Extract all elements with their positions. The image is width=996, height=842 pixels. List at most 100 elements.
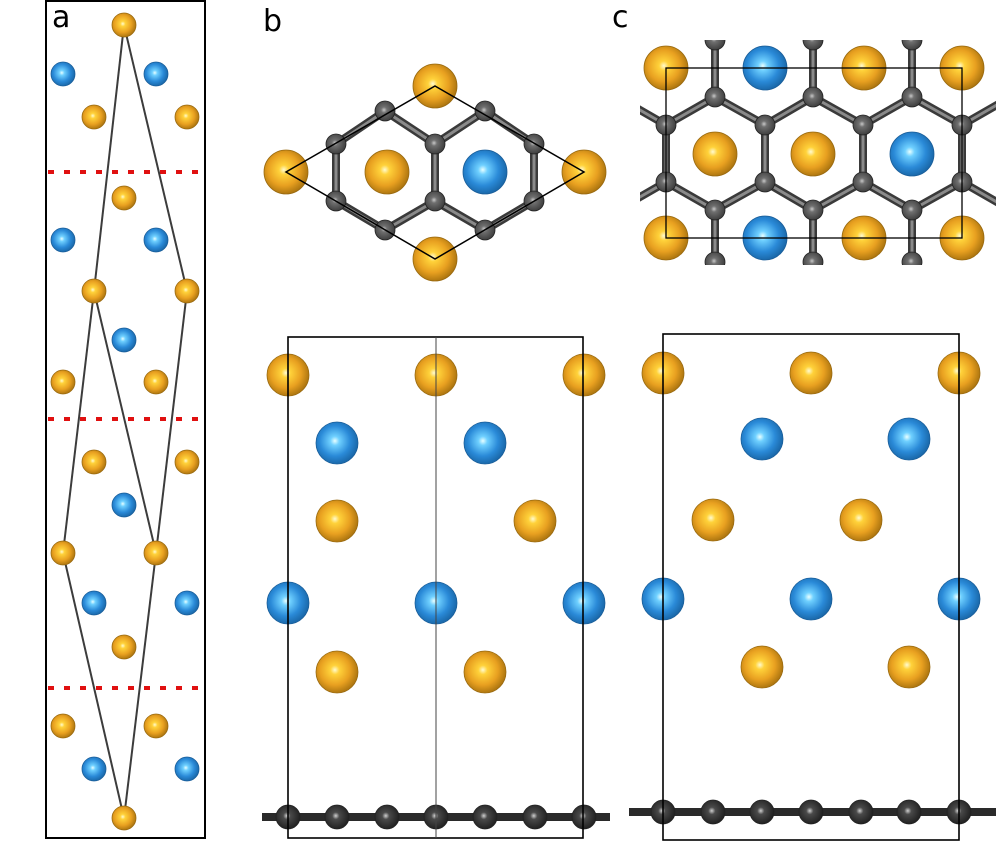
cell-edge bbox=[62, 290, 95, 554]
gold-atom bbox=[111, 185, 137, 211]
carbon-atom bbox=[754, 114, 776, 136]
carbon-atom bbox=[852, 171, 874, 193]
blue-atom bbox=[81, 590, 107, 616]
gold-atom bbox=[50, 713, 76, 739]
cell-edge bbox=[123, 552, 157, 819]
blue-atom bbox=[462, 149, 508, 195]
carbon-atom bbox=[522, 804, 548, 830]
gold-atom bbox=[315, 650, 359, 694]
panel-label-b: b bbox=[263, 4, 282, 39]
graphene-substrate-layer bbox=[629, 799, 996, 825]
gold-atom bbox=[50, 369, 76, 395]
gold-atom bbox=[839, 498, 883, 542]
gold-atom bbox=[692, 131, 738, 177]
carbon-atom bbox=[474, 100, 496, 122]
gold-atom bbox=[81, 449, 107, 475]
gold-atom bbox=[315, 499, 359, 543]
carbon-atom bbox=[798, 799, 824, 825]
blue-atom bbox=[740, 417, 784, 461]
blue-atom bbox=[463, 421, 507, 465]
cell-edge bbox=[93, 290, 157, 554]
panel-b-side-atoms bbox=[266, 353, 606, 694]
carbon-atom bbox=[901, 40, 923, 51]
carbon-atom bbox=[901, 199, 923, 221]
carbon-atom bbox=[324, 804, 350, 830]
panel-b-side-view bbox=[262, 336, 610, 839]
gold-atom bbox=[81, 278, 107, 304]
cell-edge bbox=[123, 24, 188, 292]
blue-atom bbox=[50, 227, 76, 253]
cell-outline bbox=[662, 333, 960, 841]
carbon-atom bbox=[802, 40, 824, 51]
carbon-atom bbox=[754, 171, 776, 193]
gold-atom bbox=[174, 104, 200, 130]
orthorhombic-cell-outline bbox=[665, 67, 963, 239]
carbon-atom bbox=[802, 251, 824, 265]
rhombohedral-cell-outline bbox=[62, 24, 188, 819]
panel-c-side-view bbox=[629, 333, 996, 841]
panel-label-c: c bbox=[612, 0, 629, 35]
cell-edge bbox=[155, 290, 188, 554]
blue-atom bbox=[174, 590, 200, 616]
carbon-atom bbox=[901, 86, 923, 108]
carbon-atom bbox=[852, 114, 874, 136]
panel-c-top-view: c bbox=[612, 0, 996, 265]
blue-atom bbox=[111, 492, 137, 518]
blue-atom bbox=[315, 421, 359, 465]
gold-atom bbox=[364, 149, 410, 195]
carbon-atom bbox=[571, 804, 597, 830]
side-cell-outline bbox=[662, 333, 960, 841]
gold-atom bbox=[143, 713, 169, 739]
gold-atom bbox=[50, 540, 76, 566]
gold-atom bbox=[789, 351, 833, 395]
carbon-atom bbox=[374, 804, 400, 830]
blue-atom bbox=[111, 327, 137, 353]
gold-atom bbox=[562, 353, 606, 397]
panel-a-atoms bbox=[50, 12, 200, 831]
carbon-atom bbox=[424, 133, 446, 155]
blue-atom bbox=[81, 756, 107, 782]
panel-a-frame bbox=[45, 0, 206, 839]
gold-atom bbox=[174, 278, 200, 304]
carbon-atom bbox=[374, 100, 396, 122]
carbon-atom bbox=[700, 799, 726, 825]
panel-c-side-atoms bbox=[641, 351, 981, 689]
side-cell-outline bbox=[287, 336, 584, 839]
carbon-atom bbox=[704, 199, 726, 221]
blue-atom bbox=[789, 577, 833, 621]
carbon-atom bbox=[472, 804, 498, 830]
hexagonal-cell-outline bbox=[284, 85, 586, 260]
carbon-atom bbox=[802, 199, 824, 221]
panel-label-a: a bbox=[52, 0, 70, 35]
gold-atom bbox=[143, 540, 169, 566]
cell-edge bbox=[93, 24, 125, 292]
blue-atom bbox=[143, 227, 169, 253]
carbon-atom bbox=[704, 40, 726, 51]
panel-b-top-view: b bbox=[263, 4, 607, 282]
gold-atom bbox=[691, 498, 735, 542]
blue-atom bbox=[562, 581, 606, 625]
gold-atom bbox=[174, 449, 200, 475]
carbon-atom bbox=[704, 251, 726, 265]
blue-atom bbox=[50, 61, 76, 87]
blue-atom bbox=[887, 417, 931, 461]
gold-atom bbox=[111, 634, 137, 660]
gold-atom bbox=[513, 499, 557, 543]
gold-atom bbox=[111, 12, 137, 38]
blue-atom bbox=[889, 131, 935, 177]
gold-atom bbox=[740, 645, 784, 689]
gold-atom bbox=[887, 645, 931, 689]
gold-atom bbox=[790, 131, 836, 177]
gold-atom bbox=[463, 650, 507, 694]
carbon-atom bbox=[424, 190, 446, 212]
gold-atom bbox=[143, 369, 169, 395]
carbon-atom bbox=[848, 799, 874, 825]
carbon-atom bbox=[901, 251, 923, 265]
blue-atom bbox=[143, 61, 169, 87]
carbon-atom bbox=[802, 86, 824, 108]
gold-atom bbox=[81, 104, 107, 130]
carbon-atom bbox=[704, 86, 726, 108]
panel-a-stacking-view: a bbox=[45, 0, 206, 839]
blue-atom bbox=[174, 756, 200, 782]
